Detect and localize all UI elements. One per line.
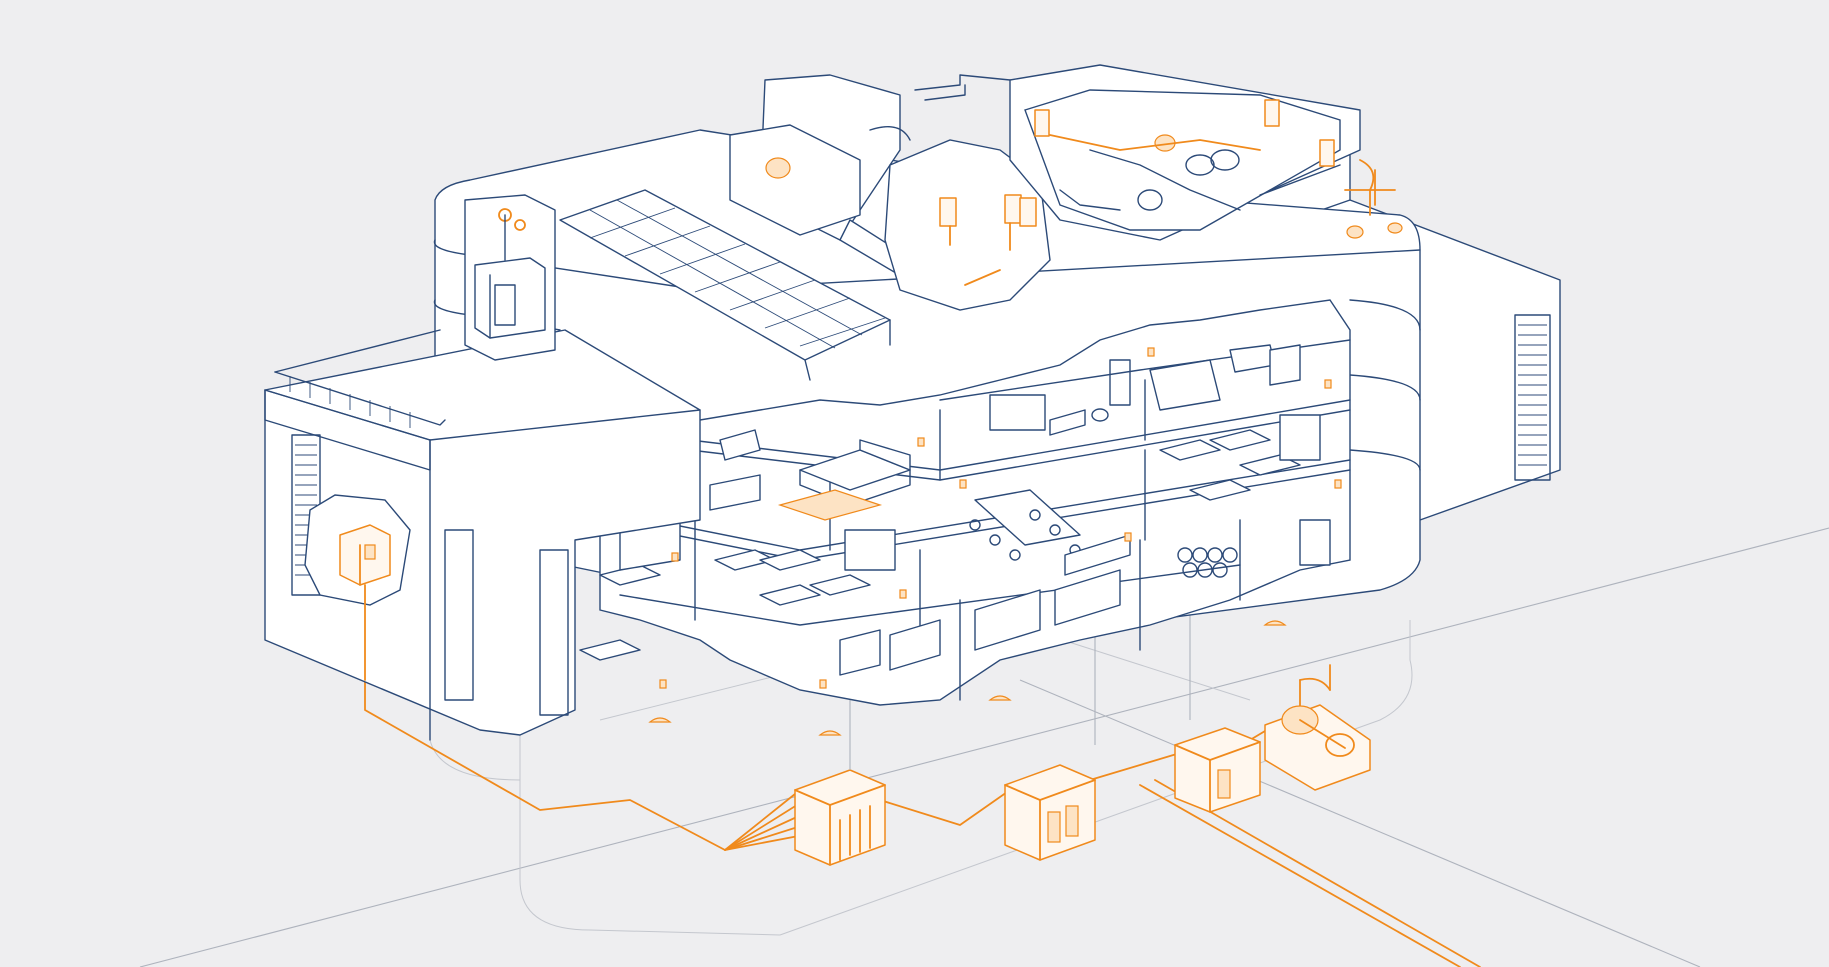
elevator-icon (464, 194, 556, 361)
water-tank-icon (1344, 159, 1403, 239)
ventilation-louver-icon (444, 529, 474, 701)
ventilation-louver-icon (1514, 314, 1551, 481)
generator-icon (1264, 704, 1371, 791)
bathroom-fixtures (989, 359, 1131, 436)
sofa-icon (709, 429, 761, 511)
power-distribution-lines (364, 664, 1481, 967)
shelving-icon (839, 534, 1131, 676)
rooftop-chiller-icon (1009, 64, 1361, 241)
transformer-icon (794, 769, 886, 866)
kitchen-fixtures (1149, 344, 1301, 411)
solar-panel-icon (559, 189, 891, 381)
left-wing (264, 329, 701, 741)
conference-table-icon (969, 489, 1081, 561)
ventilation-louver-icon (539, 549, 569, 716)
office-desk-icon (1159, 414, 1321, 501)
electrical-outlets (648, 347, 1342, 736)
electrical-panel-icon (339, 524, 391, 681)
switchgear-icon (1174, 727, 1261, 813)
bed-icon (777, 439, 911, 521)
shelving-icon (1177, 519, 1331, 578)
rooftop-chiller-icon (884, 139, 1051, 311)
switchgear-icon (1004, 764, 1096, 861)
office-desk-icon (714, 529, 896, 606)
office-desk-icon (579, 519, 681, 661)
roof-ducts (914, 74, 1121, 211)
